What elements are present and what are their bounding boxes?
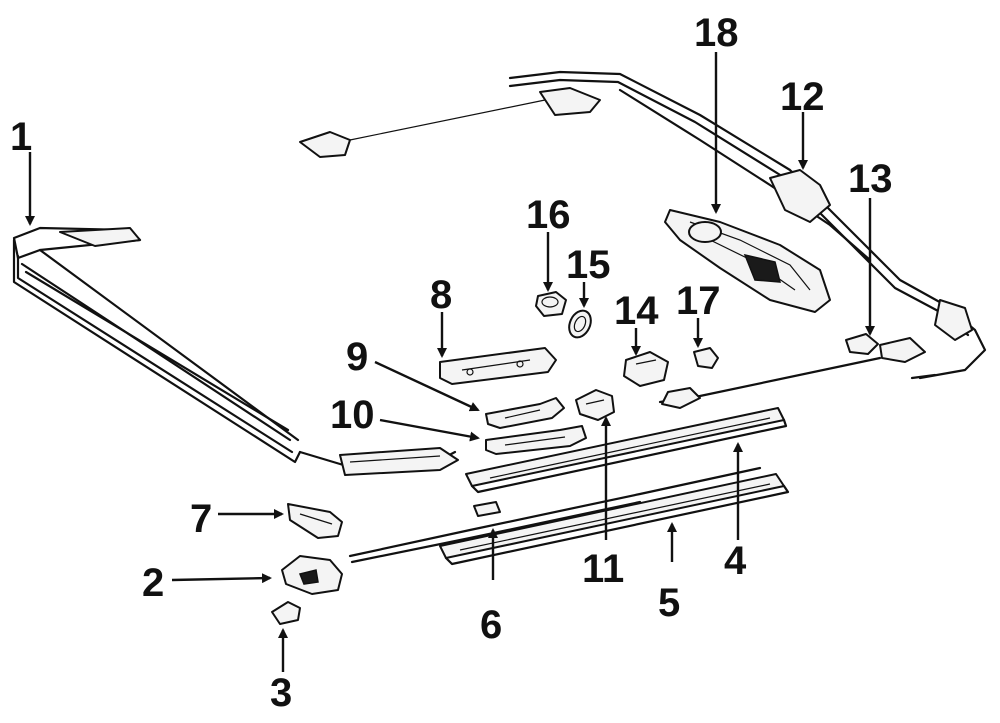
guide-block-part-14 [623, 351, 669, 387]
slider-part-9 [485, 397, 565, 429]
callout-5: 5 [658, 581, 680, 625]
callout-labels: 1 2 3 4 5 6 7 8 9 10 11 12 13 14 15 16 1… [10, 11, 893, 715]
callout-7: 7 [190, 497, 212, 541]
leader-9 [374, 360, 480, 412]
bracket-part-13 [845, 333, 879, 355]
plate-part-8 [439, 347, 557, 385]
leader-lines [25, 52, 875, 672]
guide-shoe-part-11 [575, 389, 615, 421]
sunroof-frame-part-1 [12, 226, 459, 476]
clip-part-7 [287, 503, 343, 539]
callout-11: 11 [582, 547, 624, 591]
sunroof-motor-part-18 [664, 209, 831, 313]
callout-10: 10 [330, 393, 375, 437]
screw-part-17 [693, 347, 719, 369]
washer-part-15 [568, 309, 592, 339]
drain-channel-part-6 [348, 466, 762, 564]
cap-part-3 [271, 601, 301, 625]
callout-2: 2 [142, 561, 164, 605]
callout-16: 16 [526, 193, 571, 237]
guide-rail-part-5 [439, 473, 790, 566]
callout-3: 3 [270, 671, 292, 715]
bracket-part-2 [281, 555, 343, 595]
callout-6: 6 [480, 603, 502, 647]
guide-rail-part-4 [465, 407, 788, 494]
leader-10 [379, 418, 480, 442]
callout-4: 4 [724, 539, 747, 583]
drive-cable-assembly [299, 70, 987, 409]
slider-part-10 [485, 425, 587, 455]
callout-14: 14 [614, 289, 659, 333]
callout-8: 8 [430, 273, 452, 317]
callout-17: 17 [676, 279, 721, 323]
callout-9: 9 [346, 335, 368, 379]
leader-2 [171, 573, 272, 584]
callout-18: 18 [694, 11, 739, 55]
callout-15: 15 [566, 243, 611, 287]
bushing-part-16 [535, 291, 567, 317]
callout-12: 12 [780, 75, 825, 119]
callout-13: 13 [848, 157, 893, 201]
callout-1: 1 [10, 115, 32, 159]
